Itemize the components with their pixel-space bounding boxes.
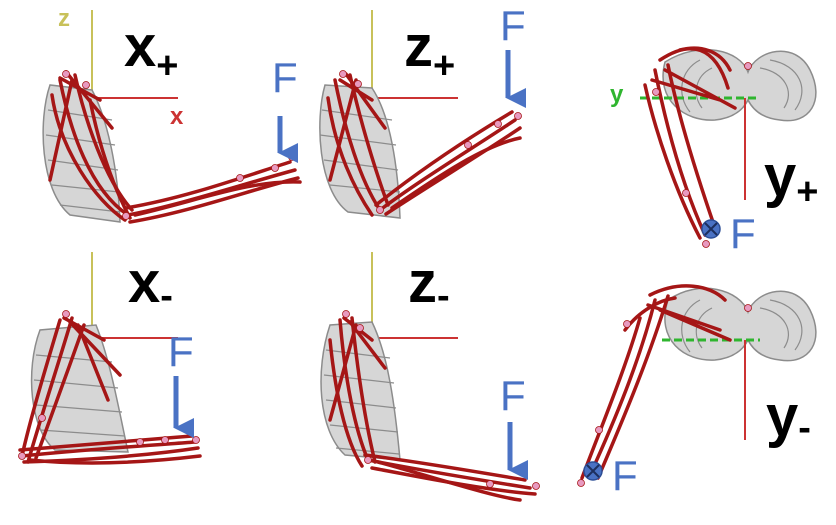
direction-label: z+: [404, 14, 455, 87]
force-label: F: [168, 328, 194, 375]
force-label: F: [500, 2, 526, 49]
panel-z-minus: F z-: [321, 250, 539, 500]
panel-y-plus: y F y+: [610, 48, 818, 257]
force-label: F: [612, 452, 638, 499]
y-axis-label: y: [610, 81, 624, 108]
x-axis-label: x: [170, 103, 184, 130]
z-axis-label: z: [58, 5, 70, 32]
force-out-of-plane-symbol: [584, 462, 602, 480]
torso-ribcage-top-view: [663, 50, 816, 121]
force-label: F: [272, 54, 298, 101]
force-label: F: [500, 372, 526, 419]
direction-label: z-: [408, 250, 450, 317]
direction-label: y+: [764, 144, 818, 213]
direction-label: y-: [766, 384, 811, 449]
torso-ribcage-top-view: [665, 288, 816, 360]
force-label: F: [730, 210, 756, 257]
panel-x-plus: z x F x+: [43, 5, 300, 222]
force-out-of-plane-symbol: [702, 220, 720, 238]
panel-z-plus: F z+: [320, 2, 526, 218]
direction-label: x-: [128, 250, 173, 317]
direction-label: x+: [124, 14, 178, 87]
panel-x-minus: F x-: [19, 250, 201, 463]
panel-y-minus: F y-: [578, 286, 816, 499]
